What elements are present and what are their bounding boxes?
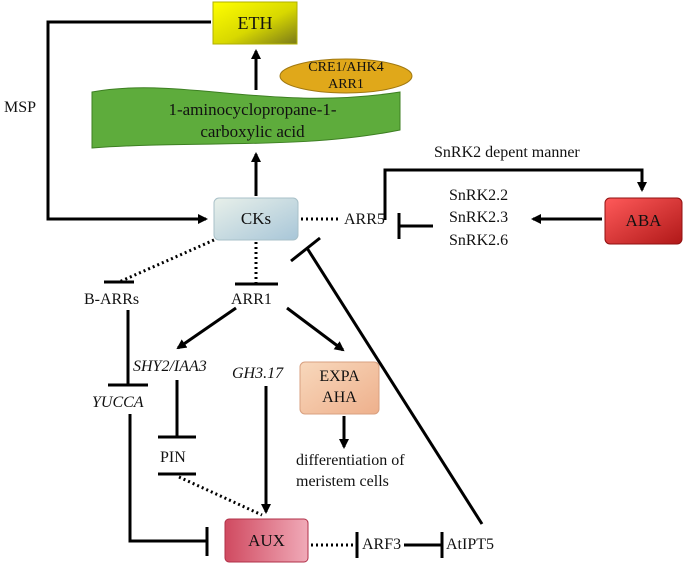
arf3-label: ARF3	[362, 536, 402, 553]
aux-label: AUX	[248, 530, 285, 550]
acc-banner	[91, 87, 401, 149]
acc-label-line1: 1-aminocyclopropane-1-	[168, 100, 337, 119]
msp-label: MSP	[4, 99, 37, 116]
expa-label: EXPA	[319, 368, 360, 385]
cre1-label: CRE1/AHK4	[308, 60, 384, 75]
b-arrs-label: B-ARRs	[84, 291, 140, 308]
acc-label-line2: carboxylic acid	[200, 122, 305, 141]
cks-label: CKs	[240, 209, 272, 228]
yucca-label: YUCCA	[92, 394, 144, 411]
eth-label: ETH	[237, 12, 273, 33]
atipt5-label: AtIPT5	[446, 536, 494, 553]
aba-label: ABA	[625, 211, 662, 230]
cks-box	[213, 197, 299, 241]
expa-box	[299, 361, 380, 415]
snrk26-label: SnRK2.6	[449, 232, 509, 249]
aba-box	[604, 197, 683, 245]
diff-label-line2: meristem cells	[296, 473, 389, 490]
arr5-label: ARR5	[344, 211, 385, 228]
snrk23-label: SnRK2.3	[449, 209, 509, 226]
pin-label: PIN	[160, 449, 186, 466]
diff-label-line1: differentiation of	[296, 452, 405, 469]
aux-box	[224, 518, 309, 563]
arr1-label: ARR1	[231, 291, 272, 308]
cre1-ellipse	[279, 58, 413, 94]
eth-box	[212, 1, 298, 45]
shy2-label: SHY2/IAA3	[133, 358, 207, 375]
snrk2-manner-label: SnRK2 depent manner	[434, 144, 580, 161]
gh3-label: GH3.17	[232, 365, 284, 382]
arr1-small-label: ARR1	[328, 77, 364, 92]
snrk22-label: SnRK2.2	[449, 187, 509, 204]
aha-label: AHA	[322, 389, 357, 406]
